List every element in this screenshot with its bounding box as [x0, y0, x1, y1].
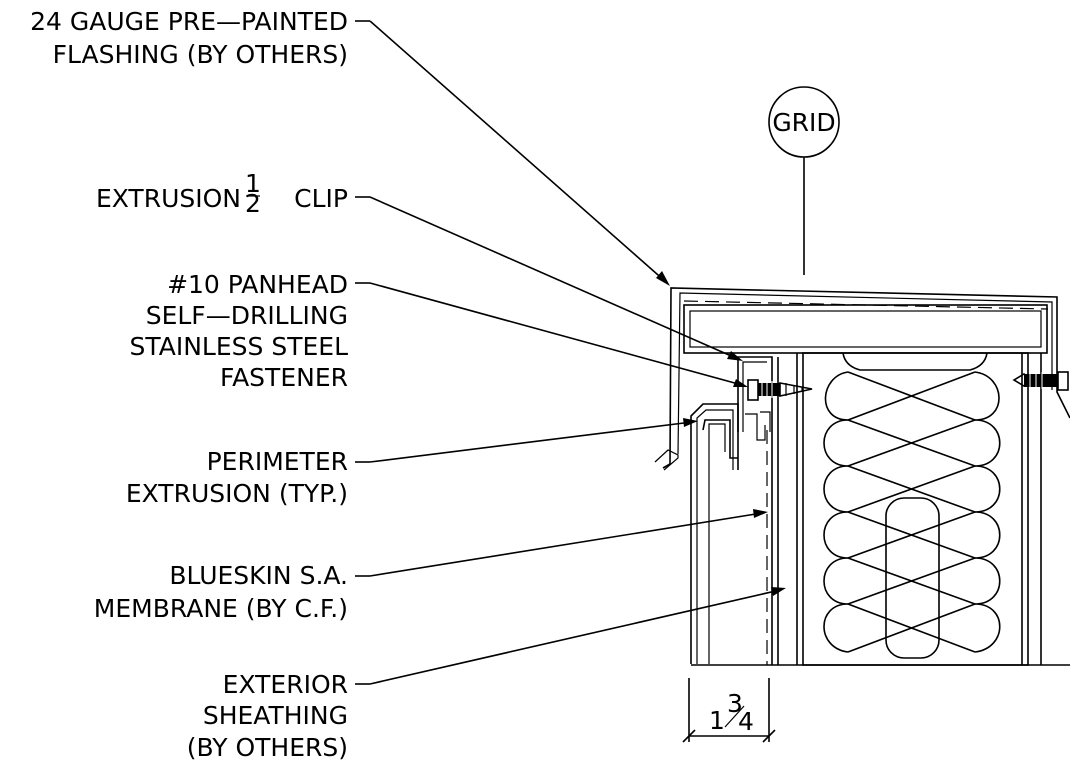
leader-perimeter — [369, 421, 693, 463]
callout-sheathing-line-1: EXTERIOR — [223, 670, 348, 699]
callout-fastener-line-1: #10 PANHEAD — [167, 270, 348, 299]
insulation — [802, 352, 1042, 666]
dimension: 1 3 4 — [682, 678, 776, 743]
arrowhead — [733, 379, 748, 387]
callout-membrane: BLUESKIN S.A. MEMBRANE (BY C.F.) — [94, 509, 768, 623]
perimeter-extrusion — [690, 403, 739, 664]
leader-clip — [369, 196, 739, 360]
leader-fastener — [369, 282, 743, 386]
clip-and-fastener — [737, 356, 813, 665]
grid-bubble: GRID — [768, 86, 840, 275]
right-fastener — [1012, 371, 1069, 391]
callout-clip-fraction-den: 2 — [245, 189, 261, 218]
grid-label: GRID — [772, 108, 835, 137]
callout-perimeter: PERIMETER EXTRUSION (TYP.) — [126, 418, 698, 508]
dimension-den: 4 — [738, 707, 754, 736]
fraction-slash — [724, 705, 745, 728]
callout-clip-line-2: CLIP — [294, 184, 348, 213]
dimension-whole: 1 — [709, 706, 725, 735]
callout-clip-line-1: EXTRUSION — [96, 184, 241, 213]
callout-fastener-line-2: SELF—DRILLING — [146, 301, 348, 330]
callout-sheathing-line-2: SHEATHING — [203, 701, 348, 730]
callout-fastener-line-4: FASTENER — [220, 363, 348, 392]
leader-membrane — [369, 512, 763, 577]
callout-fastener-line-3: STAINLESS STEEL — [130, 332, 349, 361]
sub-frame — [683, 304, 1048, 354]
callout-sheathing: EXTERIOR SHEATHING (BY OTHERS) — [187, 587, 786, 761]
leader-sheathing — [369, 589, 781, 685]
callout-clip-fraction-num: 1 — [245, 169, 261, 198]
callout-perimeter-line-1: PERIMETER — [207, 447, 348, 476]
callout-flashing-line-1: 24 GAUGE PRE—PAINTED — [30, 7, 348, 36]
callout-membrane-line-2: MEMBRANE (BY C.F.) — [94, 594, 348, 623]
leader-flashing — [369, 20, 667, 283]
callout-sheathing-line-3: (BY OTHERS) — [187, 733, 348, 761]
callout-flashing: 24 GAUGE PRE—PAINTED FLASHING (BY OTHERS… — [30, 7, 670, 286]
callout-membrane-line-1: BLUESKIN S.A. — [169, 561, 348, 590]
callout-fastener: #10 PANHEAD SELF—DRILLING STAINLESS STEE… — [130, 270, 748, 392]
callout-flashing-line-2: FLASHING (BY OTHERS) — [53, 40, 348, 69]
callout-perimeter-line-2: EXTRUSION (TYP.) — [126, 479, 348, 508]
flashing — [654, 287, 1070, 471]
arrowhead — [656, 271, 670, 286]
arrowhead — [753, 509, 768, 518]
